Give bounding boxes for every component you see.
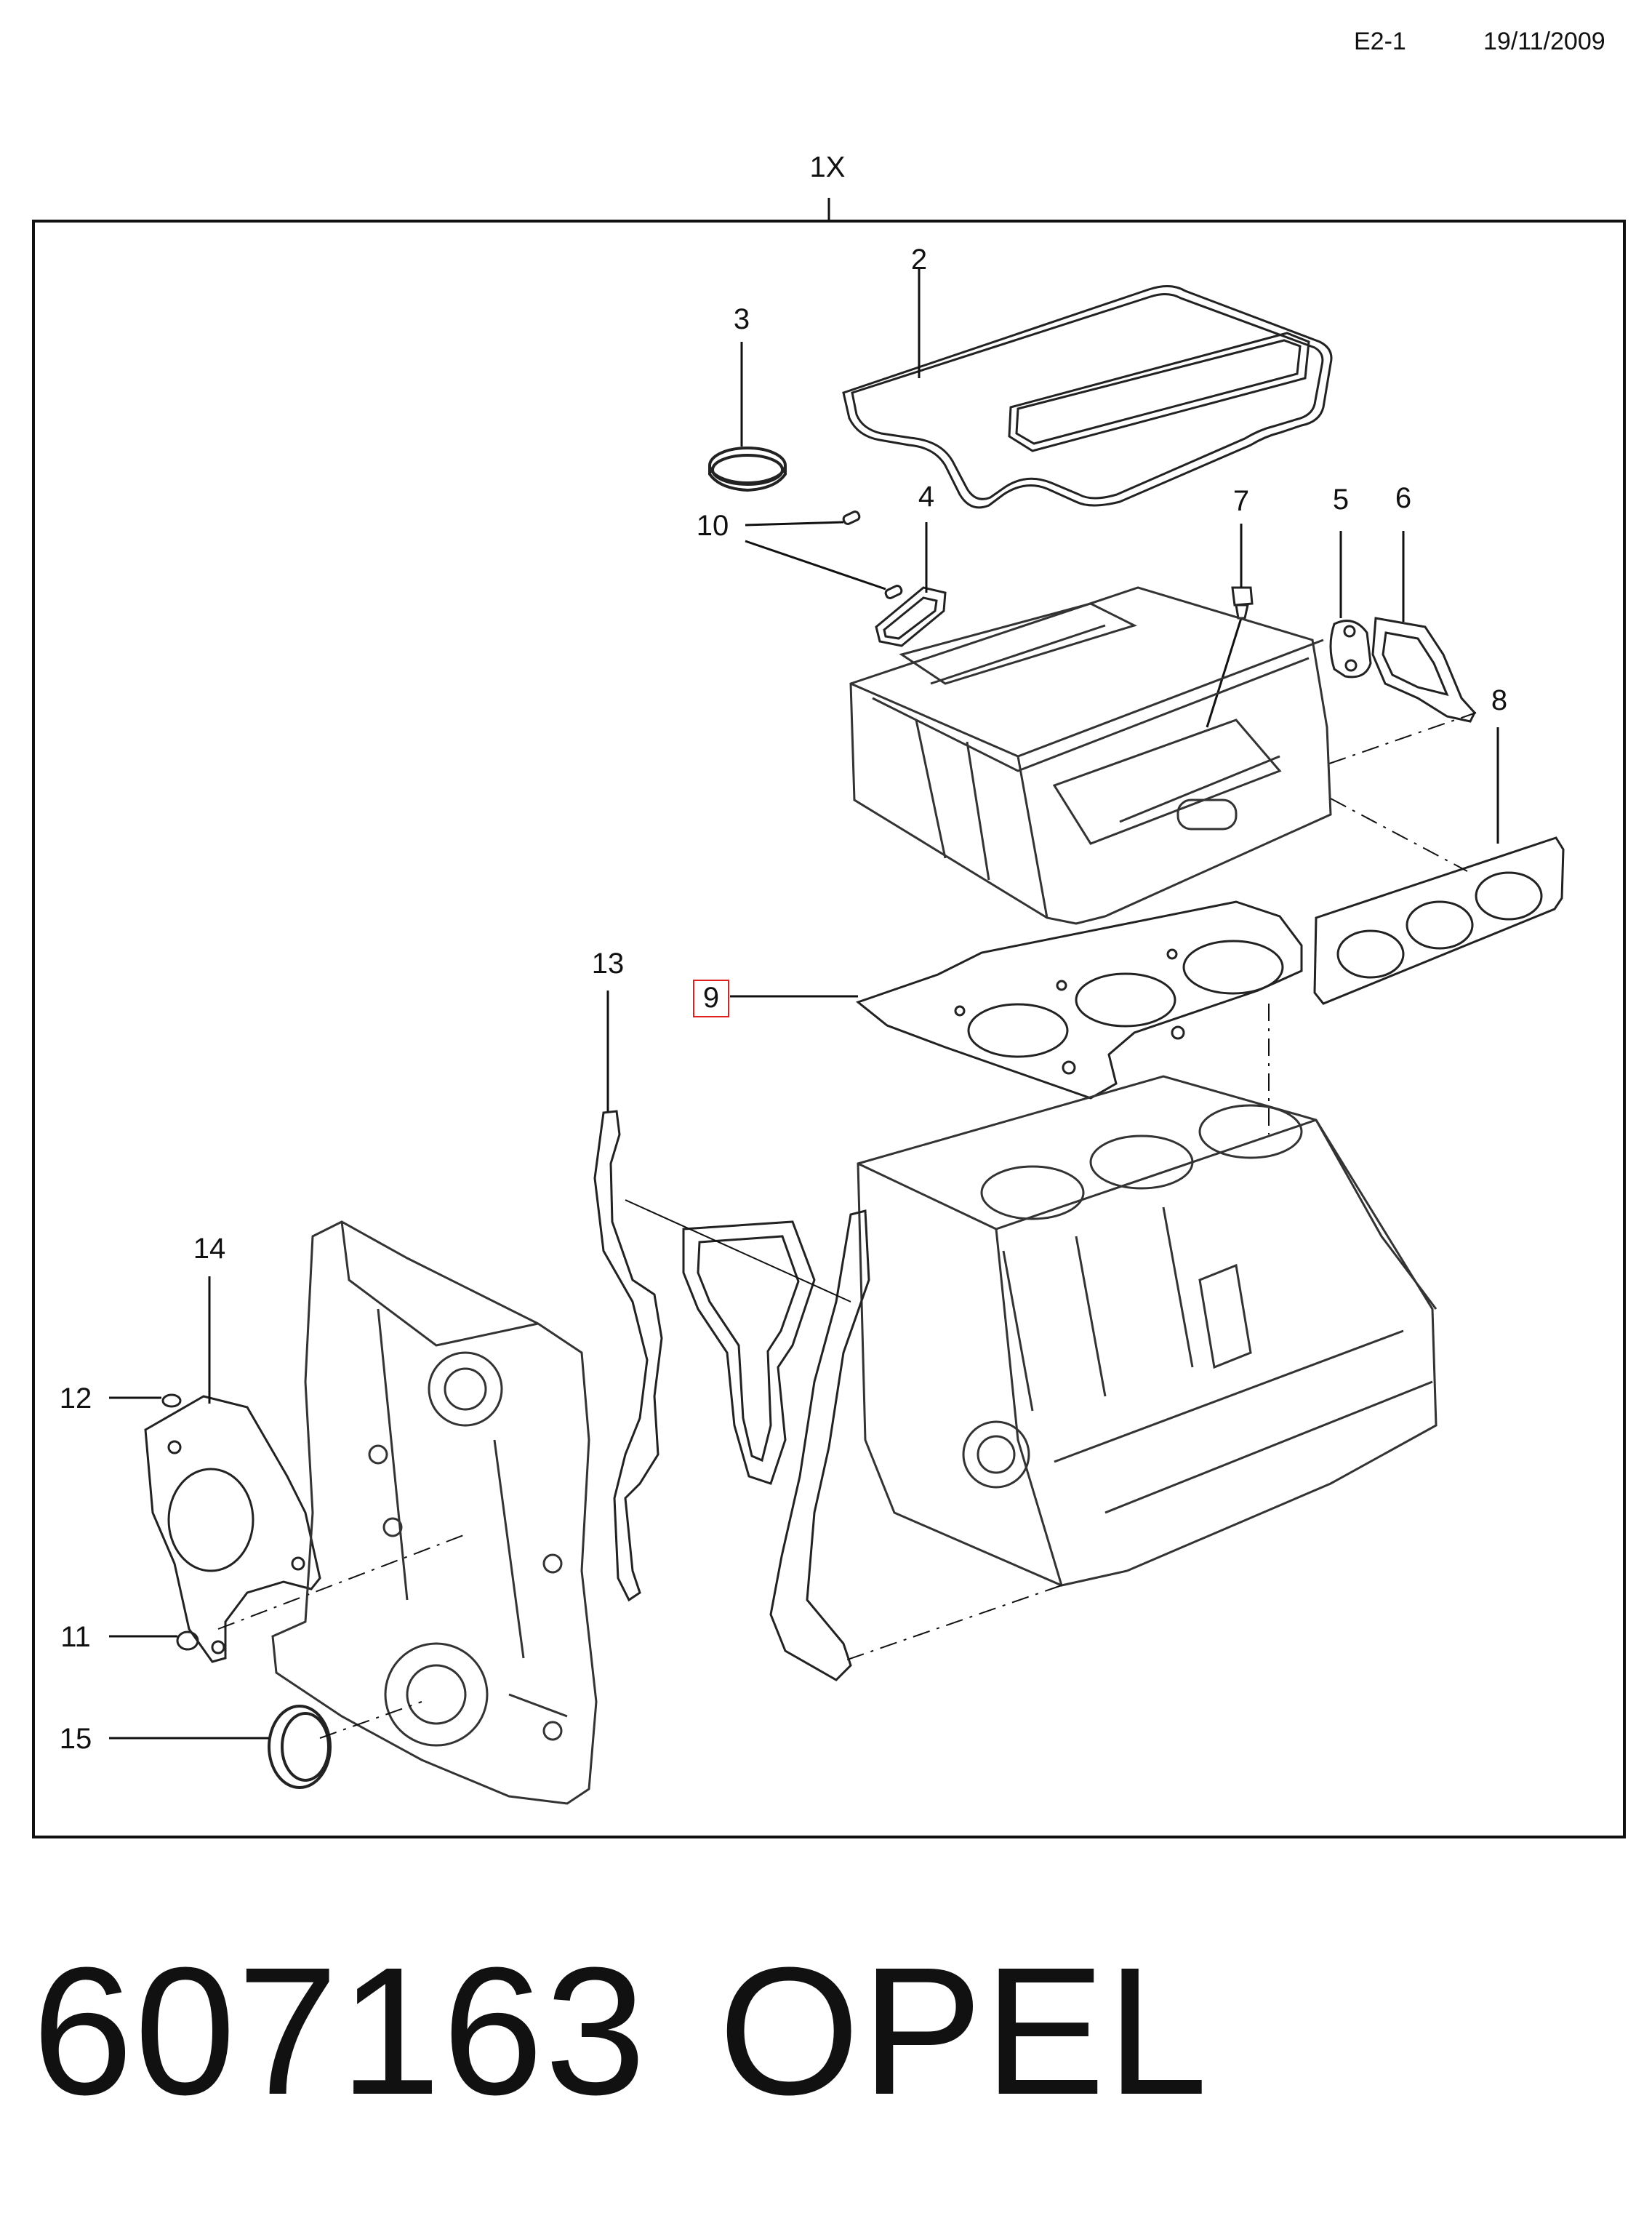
part-sensor: [1231, 586, 1254, 620]
callout-7: 7: [1233, 485, 1249, 517]
part-pins: [842, 511, 903, 599]
part-timing-cover-gasket: [593, 1110, 870, 1681]
part-engine-block: [857, 1075, 1438, 1587]
callout-10: 10: [697, 510, 729, 542]
part-crankshaft-seal: [268, 1705, 332, 1789]
callout-5: 5: [1333, 484, 1349, 516]
callout-14: 14: [193, 1233, 226, 1265]
exploded-parts-diagram: 1X: [32, 151, 1626, 1838]
callout-2: 2: [911, 244, 927, 276]
callout-9-highlight: [693, 980, 729, 1017]
brand-name: OPEL: [718, 1929, 1209, 2132]
part-o-ring: [176, 1630, 199, 1651]
part-outlet-gasket: [1371, 617, 1476, 723]
part-bracket-gasket: [875, 586, 947, 647]
callout-11: 11: [60, 1621, 91, 1653]
part-timing-cover: [271, 1220, 598, 1805]
part-manifold-gasket: [1313, 836, 1565, 1005]
part-seal-ring: [708, 447, 787, 492]
callout-9: 9: [703, 982, 719, 1014]
part-cylinder-head: [849, 586, 1332, 925]
part-head-gasket: [855, 900, 1303, 1100]
callout-8: 8: [1491, 684, 1507, 716]
diagram-date: 19/11/2009: [1483, 28, 1605, 55]
callout-3: 3: [734, 303, 750, 335]
callout-12: 12: [60, 1382, 92, 1414]
part-small-gasket: [1329, 620, 1372, 679]
part-o-ring-small: [161, 1393, 182, 1408]
callout-13: 13: [592, 948, 625, 980]
callout-4: 4: [918, 481, 934, 513]
callout-15: 15: [60, 1723, 92, 1755]
assembly-frame: [32, 220, 1626, 1838]
diagram-code: E2-1: [1354, 28, 1406, 55]
assembly-label: 1X: [810, 151, 846, 183]
callout-6: 6: [1395, 482, 1411, 514]
part-valve-cover-gasket: [842, 285, 1333, 509]
part-water-pump-gasket: [144, 1395, 321, 1663]
part-number: 607163: [32, 1929, 648, 2132]
